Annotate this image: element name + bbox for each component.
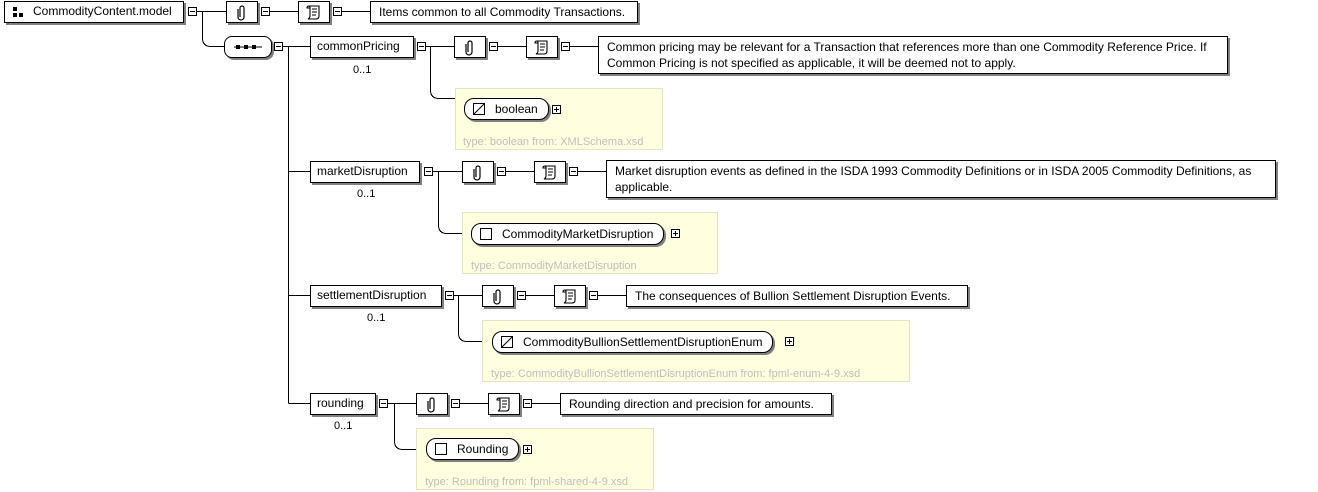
expand-toggle[interactable]	[785, 337, 794, 346]
element-documentation: The consequences of Bullion Settlement D…	[626, 285, 968, 307]
type-boolean[interactable]: boolean	[464, 98, 549, 120]
element-documentation: Rounding direction and precision for amo…	[560, 393, 832, 415]
root-documentation: Items common to all Commodity Transactio…	[370, 1, 638, 23]
model-group-box[interactable]: CommodityContent.model	[4, 1, 184, 23]
collapse-toggle[interactable]	[589, 291, 598, 300]
element-name: marketDisruption	[317, 164, 408, 178]
type-info: type: CommodityBullionSettlementDisrupti…	[491, 368, 861, 380]
type-Rounding[interactable]: Rounding	[426, 438, 520, 460]
collapse-toggle[interactable]	[333, 7, 342, 16]
documentation-box[interactable]	[554, 285, 586, 307]
model-group-label: CommodityContent.model	[33, 4, 172, 18]
expand-toggle[interactable]	[552, 105, 561, 114]
collapse-toggle[interactable]	[489, 42, 498, 51]
expand-toggle[interactable]	[671, 229, 680, 238]
scroll-icon	[534, 40, 548, 55]
occurrence-label: 0..1	[357, 188, 376, 200]
type-info: type: boolean from: XMLSchema.xsd	[463, 136, 644, 148]
scroll-icon	[542, 165, 556, 180]
simple-type-icon	[473, 103, 485, 115]
type-info: type: CommodityMarketDisruption	[471, 260, 637, 272]
scroll-icon	[496, 397, 510, 412]
annotation-box[interactable]	[462, 161, 494, 183]
sequence-icon	[234, 45, 262, 49]
element-name: commonPricing	[317, 39, 400, 53]
simple-type-icon	[501, 336, 513, 348]
type-info: type: Rounding from: fpml-shared-4-9.xsd	[425, 476, 628, 488]
paperclip-icon	[493, 289, 501, 305]
occurrence-label: 0..1	[367, 312, 386, 324]
occurrence-label: 0..1	[334, 420, 353, 432]
collapse-toggle[interactable]	[569, 167, 578, 176]
documentation-box[interactable]	[488, 393, 520, 415]
element-name: settlementDisruption	[317, 288, 427, 302]
documentation-box[interactable]	[298, 1, 330, 23]
annotation-box[interactable]	[416, 393, 448, 415]
collapse-toggle[interactable]	[523, 399, 532, 408]
element-commonPricing[interactable]: commonPricing	[310, 36, 414, 58]
model-group-icon	[13, 7, 25, 19]
type-name: Rounding	[457, 442, 509, 456]
element-marketDisruption[interactable]: marketDisruption	[310, 161, 420, 183]
documentation-box[interactable]	[534, 161, 566, 183]
documentation-box[interactable]	[526, 36, 558, 58]
paperclip-icon	[473, 165, 481, 181]
element-documentation: Market disruption events as defined in t…	[606, 160, 1276, 198]
collapse-toggle[interactable]	[261, 7, 270, 16]
paperclip-icon	[427, 397, 435, 413]
collapse-toggle[interactable]	[517, 291, 526, 300]
collapse-toggle[interactable]	[379, 399, 388, 408]
element-settlementDisruption[interactable]: settlementDisruption	[310, 285, 442, 307]
type-name: boolean	[495, 102, 538, 116]
scroll-icon	[306, 5, 320, 20]
annotation-box[interactable]	[226, 1, 258, 23]
type-CommodityBullionSettlementDisruptionEnum[interactable]: CommodityBullionSettlementDisruptionEnum	[492, 331, 774, 353]
collapse-toggle[interactable]	[561, 42, 570, 51]
sequence-compositor[interactable]	[224, 36, 272, 58]
paperclip-icon	[237, 5, 245, 21]
element-name: rounding	[317, 396, 364, 410]
collapse-toggle[interactable]	[424, 167, 433, 176]
collapse-toggle[interactable]	[497, 167, 506, 176]
occurrence-label: 0..1	[353, 64, 372, 76]
collapse-toggle[interactable]	[188, 7, 197, 16]
collapse-toggle[interactable]	[445, 291, 454, 300]
collapse-toggle[interactable]	[451, 399, 460, 408]
paperclip-icon	[465, 40, 473, 56]
type-CommodityMarketDisruption[interactable]: CommodityMarketDisruption	[471, 223, 665, 245]
element-documentation: Common pricing may be relevant for a Tra…	[598, 36, 1228, 74]
element-rounding[interactable]: rounding	[310, 393, 376, 415]
complex-type-icon	[480, 228, 492, 240]
type-name: CommodityBullionSettlementDisruptionEnum	[523, 335, 763, 349]
expand-toggle[interactable]	[523, 445, 532, 454]
annotation-box[interactable]	[454, 36, 486, 58]
collapse-toggle[interactable]	[274, 42, 283, 51]
collapse-toggle[interactable]	[417, 42, 426, 51]
scroll-icon	[562, 289, 576, 304]
complex-type-icon	[435, 443, 447, 455]
annotation-box[interactable]	[482, 285, 514, 307]
type-name: CommodityMarketDisruption	[502, 227, 654, 241]
